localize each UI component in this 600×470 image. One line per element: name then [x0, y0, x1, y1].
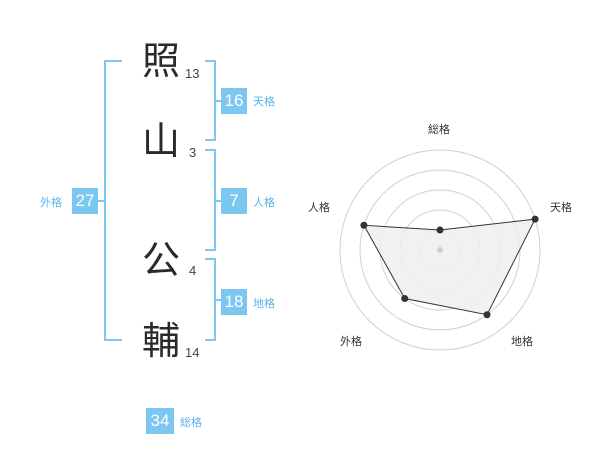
radar-ring — [339, 149, 541, 351]
name-char-1: 照 — [141, 39, 180, 83]
stroke-count-3: 4 — [189, 263, 197, 278]
chikaku-label: 地格 — [253, 297, 275, 310]
name-char-3: 公 — [141, 238, 180, 282]
radar-axis-label-2: 地格 — [511, 335, 533, 348]
radar-axis-label-0: 総格 — [428, 123, 450, 136]
radar-axis-label-4: 人格 — [308, 201, 330, 214]
radar-polygon — [363, 218, 536, 316]
radar-center-dot — [437, 247, 443, 253]
chikaku-value: 18 — [221, 289, 247, 315]
radar-point-3 — [401, 295, 409, 303]
tenkaku-value: 16 — [221, 88, 247, 114]
tenkaku-label: 天格 — [253, 95, 275, 108]
soukaku-value: 34 — [146, 408, 174, 434]
soukaku-label: 総格 — [180, 416, 202, 429]
gaikaku-value: 27 — [72, 188, 98, 214]
radar-point-2 — [483, 311, 491, 319]
stroke-count-4: 14 — [185, 345, 200, 360]
radar-point-4 — [360, 221, 368, 229]
name-char-2: 山 — [141, 119, 180, 163]
jinkaku-label: 人格 — [253, 196, 275, 209]
name-char-4: 輔 — [141, 319, 180, 363]
radar-point-0 — [436, 226, 444, 234]
gaikaku-label: 外格 — [40, 196, 62, 209]
radar-axis-label-1: 天格 — [550, 201, 572, 214]
stroke-count-2: 3 — [189, 145, 197, 160]
stroke-count-1: 13 — [185, 66, 200, 81]
radar-point-1 — [531, 215, 539, 223]
radar-axis-label-3: 外格 — [340, 335, 362, 348]
jinkaku-value: 7 — [221, 188, 247, 214]
